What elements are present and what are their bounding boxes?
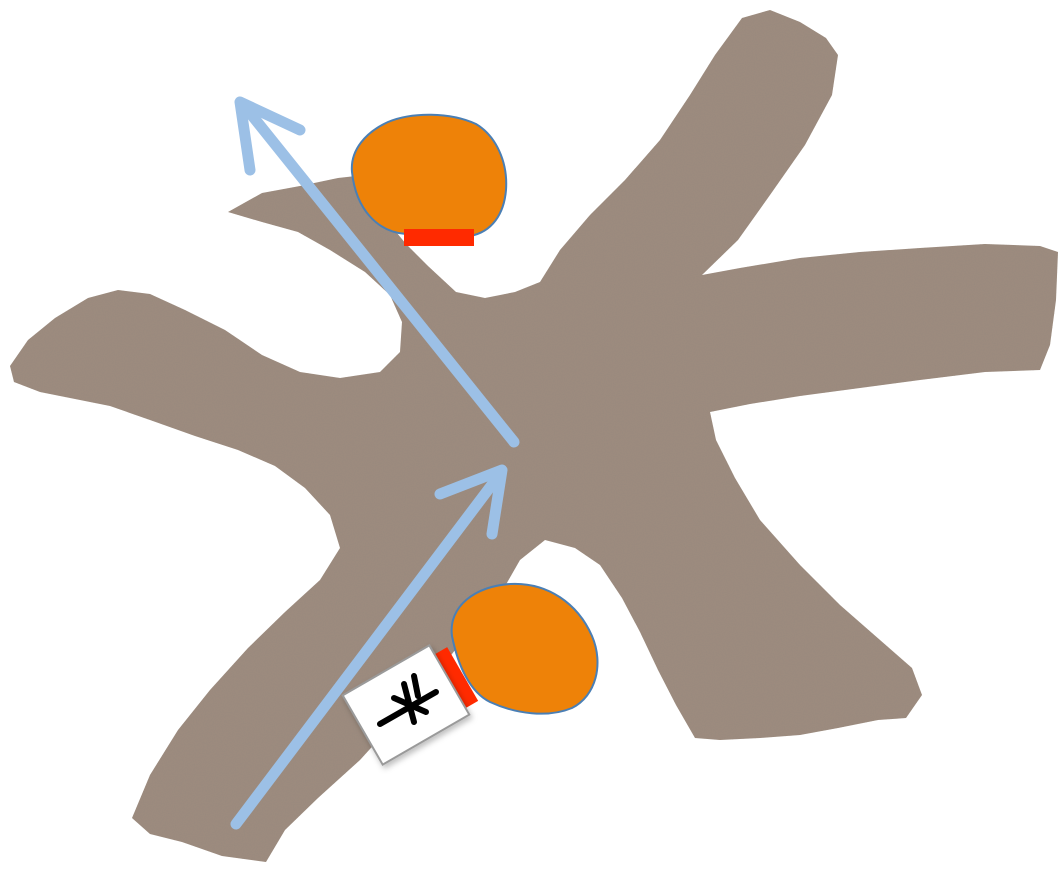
upper-red-bar: [404, 229, 474, 246]
textured-branching-cell: [10, 10, 1058, 862]
upper-blob-body: [352, 115, 506, 236]
cell-highlight-speckle: [10, 10, 1058, 862]
glyph-stroke-c: [414, 676, 418, 696]
